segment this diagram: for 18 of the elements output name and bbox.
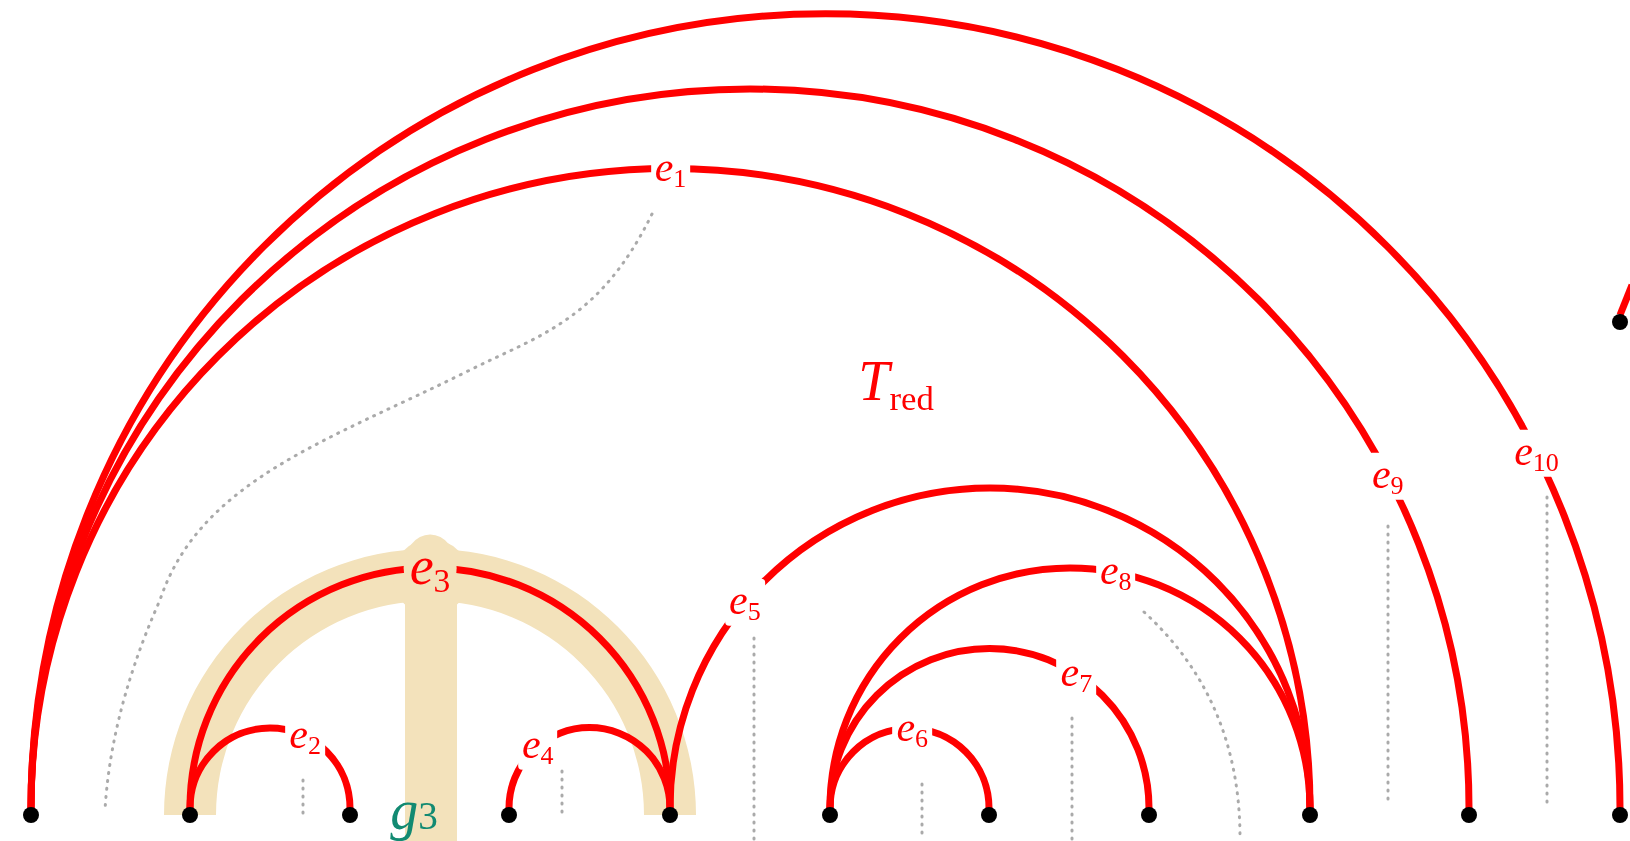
vertex-dot [1302,807,1318,823]
vertex-dot [1612,807,1628,823]
vertex-dot [501,807,517,823]
vertex-dot [342,807,358,823]
vertex-dot [981,807,997,823]
arc-edge [27,11,1624,809]
vertex-dot [1461,807,1477,823]
vertex-dot [182,807,198,823]
vertex-dot [822,807,838,823]
vertex-dot [662,807,678,823]
tree-label: T$_{red}$ [858,352,934,418]
vertex-dot [1612,314,1628,330]
arc-edge [1616,283,1630,317]
vertex-dot [23,807,39,823]
edge-label: e$_{5}$ [725,579,765,626]
arc-edge [826,564,1314,809]
vertex-dot [1141,807,1157,823]
arc-edge [666,485,1314,809]
